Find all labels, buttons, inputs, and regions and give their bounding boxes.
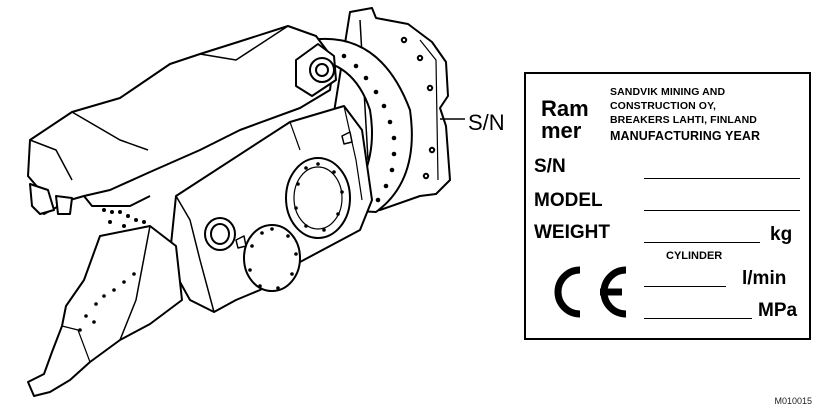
- weight-field-label: WEIGHT: [534, 222, 610, 243]
- pressure-field-line: [644, 318, 752, 319]
- slewing-ring: [299, 37, 413, 213]
- weight-field-line: [644, 242, 760, 243]
- jaw-tip: [29, 183, 73, 215]
- ce-mark: [554, 266, 627, 318]
- cover-plate-lower: [243, 224, 301, 292]
- sn-callout-label: S/N: [468, 110, 505, 135]
- cover-plate-upper: [285, 157, 351, 239]
- figure-id: M010015: [774, 396, 812, 406]
- crusher-illustration: [27, 7, 465, 397]
- sn-field-label: S/N: [534, 156, 566, 177]
- cylinder-pin: [295, 43, 337, 97]
- sn-field-line: [644, 178, 800, 179]
- cylinder-label: CYLINDER: [666, 250, 723, 262]
- pivot-pin: [204, 131, 353, 251]
- model-field-line: [644, 210, 800, 211]
- manufacturer-line-3: BREAKERS LAHTI, FINLAND: [610, 114, 757, 126]
- flow-field-line: [644, 286, 726, 287]
- manufacturing-year-label: MANUFACTURING YEAR: [610, 129, 761, 143]
- manufacturer-line-1: SANDVIK MINING AND: [610, 86, 726, 98]
- rammer-logo: Ram mer: [541, 96, 589, 143]
- model-field-label: MODEL: [534, 190, 603, 211]
- flow-unit: l/min: [742, 268, 787, 289]
- type-plate: Ram mer SANDVIK MINING AND CONSTRUCTION …: [524, 72, 811, 340]
- svg-text:Ram: Ram: [541, 96, 589, 121]
- lower-jaw: [27, 225, 183, 397]
- manufacturer-line-2: CONSTRUCTION OY,: [610, 100, 717, 112]
- weight-unit: kg: [770, 224, 793, 245]
- pressure-unit: MPa: [758, 300, 798, 321]
- svg-text:mer: mer: [541, 118, 582, 143]
